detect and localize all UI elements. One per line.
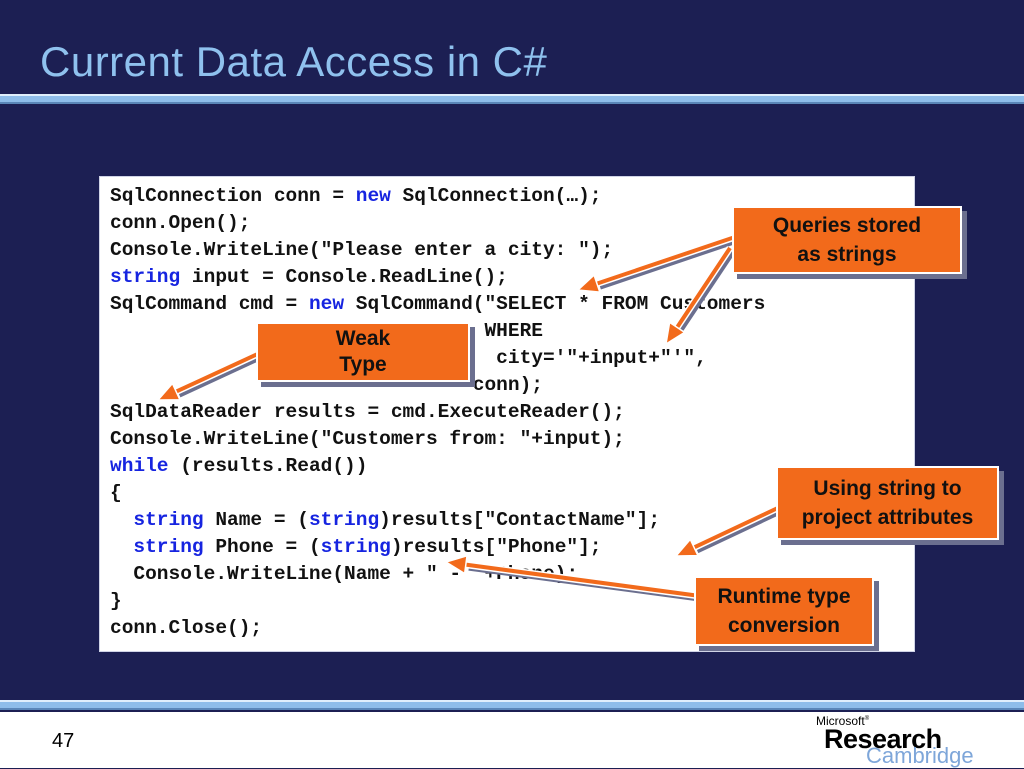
code-text: input = Console.ReadLine();	[180, 266, 508, 288]
code-line: conn.Open();	[110, 210, 250, 236]
footer-divider	[0, 700, 1024, 710]
code-text: SqlConnection(…);	[390, 185, 602, 207]
arrow-to-string-cast	[444, 554, 704, 602]
page-number: 47	[52, 730, 75, 752]
code-line: while (results.Read())	[110, 453, 367, 479]
callout-queries-stored: Queries stored as strings	[732, 206, 962, 274]
code-line: string input = Console.ReadLine();	[110, 264, 508, 290]
logo-location: Cambridge	[866, 743, 974, 768]
code-keyword: while	[110, 455, 169, 477]
code-line: SqlDataReader results = cmd.ExecuteReade…	[110, 399, 625, 425]
code-text: conn.Open();	[110, 212, 251, 234]
code-text: )results["Phone"];	[390, 536, 602, 558]
code-text: SqlCommand cmd =	[110, 293, 309, 315]
arrow-to-input-string	[576, 232, 742, 293]
logo-research: Research	[824, 724, 942, 754]
callout-runtime-conversion: Runtime type conversion	[694, 576, 874, 646]
code-text: Phone = (	[203, 536, 321, 558]
footer-bar	[0, 712, 1024, 768]
code-keyword: string	[133, 509, 204, 531]
code-line: {	[110, 480, 122, 506]
title-divider	[0, 94, 1024, 104]
slide-title: Current Data Access in C#	[40, 38, 548, 85]
logo-company: Microsoft®	[816, 714, 870, 728]
code-text: SqlDataReader results = cmd.ExecuteReade…	[110, 401, 625, 423]
code-keyword: string	[308, 509, 380, 531]
code-text: (results.Read())	[168, 455, 368, 477]
code-line: string Name = (string)results["ContactNa…	[110, 507, 660, 533]
code-line: WHERE	[110, 318, 543, 344]
arrow-to-results-phone	[674, 502, 787, 557]
code-line: }	[110, 588, 122, 614]
code-keyword: new	[355, 185, 391, 207]
code-line: string Phone = (string)results["Phone"];	[110, 534, 602, 560]
code-text: SqlConnection conn =	[110, 185, 356, 207]
code-keyword: new	[308, 293, 345, 315]
callout-weak-type: Weak Type	[256, 322, 470, 382]
arrow-to-where-clause	[664, 246, 736, 346]
callout-project-attributes: Using string to project attributes	[776, 466, 999, 540]
code-keyword: string	[320, 536, 391, 558]
code-text: )results["ContactName"];	[379, 509, 661, 531]
code-line: city='"+input+"'",	[110, 345, 707, 371]
code-text: Name = (	[203, 509, 309, 531]
code-line: Console.WriteLine("Customers from: "+inp…	[110, 426, 625, 452]
code-text: city='"+input+"'",	[496, 347, 707, 369]
code-keyword: string	[110, 266, 181, 288]
arrow-to-weak-type	[156, 348, 267, 401]
microsoft-research-logo: Microsoft® Research Cambridge	[814, 712, 1014, 768]
code-keyword: string	[133, 536, 204, 558]
code-line: SqlConnection conn = new SqlConnection(……	[110, 183, 602, 209]
code-text: conn);	[110, 374, 543, 396]
code-text: conn.Close();	[110, 617, 263, 639]
code-line: conn.Close();	[110, 615, 262, 641]
code-text: WHERE	[484, 320, 543, 342]
code-line: conn);	[110, 372, 543, 398]
code-text: {	[110, 482, 122, 504]
code-text: }	[110, 590, 122, 612]
code-text: Console.WriteLine("Please enter a city: …	[110, 239, 614, 261]
code-line: Console.WriteLine("Please enter a city: …	[110, 237, 613, 263]
code-text: Console.WriteLine("Customers from: "+inp…	[110, 428, 625, 450]
